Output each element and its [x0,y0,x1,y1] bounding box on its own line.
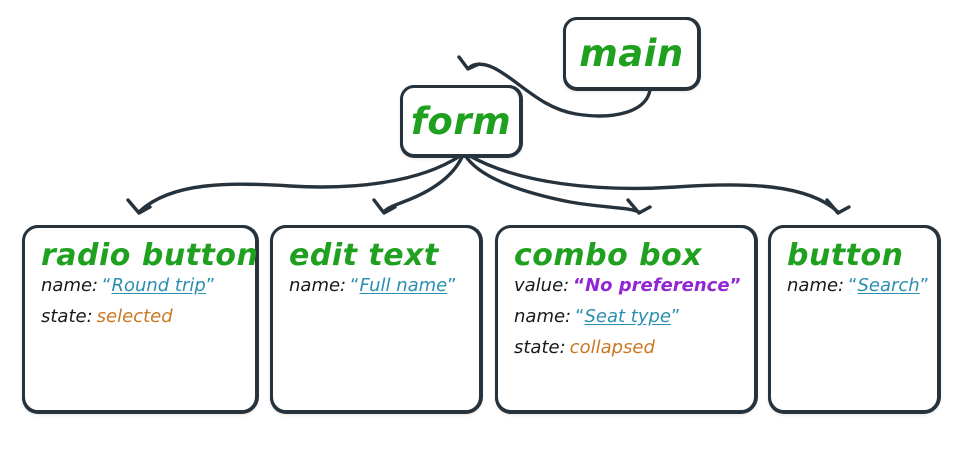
node-form-title: form [410,99,512,143]
node-button-props: name:“Search” [771,277,937,295]
prop-key: name: [41,275,99,296]
node-button-title: button [787,238,904,273]
prop-key: name: [514,306,572,327]
arrowhead-edit-text [372,198,397,215]
arrowhead-button [825,198,851,215]
prop-value-text: No preference [585,275,730,296]
node-main[interactable]: main [563,17,700,90]
node-radio-button[interactable]: radio button name:“Round trip” state:sel… [22,225,258,413]
prop-value-text: Seat type [584,306,671,327]
node-form[interactable]: form [400,85,522,157]
prop-key: state: [514,337,566,358]
prop-value: “Search” [848,275,929,296]
prop-row: name:“Seat type” [514,308,754,326]
node-radio-button-title: radio button [41,238,259,273]
arrowhead-radio-button [126,198,152,215]
prop-value: collapsed [569,337,655,358]
quote-close: ” [447,275,457,296]
node-combo-box-title: combo box [514,238,703,273]
prop-key: state: [41,306,93,327]
quote-open: “ [575,306,585,327]
node-main-title: main [579,32,684,75]
prop-key: value: [514,275,570,296]
node-button[interactable]: button name:“Search” [768,225,940,413]
quote-close: ” [919,275,930,296]
node-combo-box[interactable]: combo box value:“No preference” name:“Se… [495,225,757,413]
prop-row: name:“Round trip” [41,277,255,295]
quote-open: “ [102,275,112,296]
quote-open: “ [848,275,858,296]
edge-form-to-radio-button [138,154,462,213]
prop-key: name: [787,275,845,296]
prop-row: state:selected [41,308,255,326]
arrowhead-form [457,55,481,71]
quote-open: “ [573,275,586,296]
prop-key: name: [289,275,347,296]
quote-close: ” [670,306,681,327]
prop-value: selected [96,306,173,327]
prop-value: “Seat type” [575,306,680,327]
node-radio-button-props: name:“Round trip” state:selected [25,277,255,326]
quote-open: “ [350,275,360,296]
arrowhead-combo-box [626,198,652,215]
prop-value-text: Round trip [111,275,206,296]
edge-form-to-button [468,154,840,214]
prop-row: name:“Search” [787,277,937,295]
edge-form-to-combo-box [465,156,641,214]
node-edit-text[interactable]: edit text name:“Full name” [270,225,482,413]
node-combo-box-props: value:“No preference” name:“Seat type” s… [498,277,754,357]
prop-value: “No preference” [573,275,741,296]
node-edit-text-props: name:“Full name” [273,277,479,295]
edge-form-to-edit-text [382,155,464,214]
prop-value-text: Search [857,275,920,296]
prop-value: “Round trip” [102,275,215,296]
quote-close: ” [729,275,742,296]
prop-row: name:“Full name” [289,277,479,295]
prop-row: state:collapsed [514,339,754,357]
quote-close: ” [205,275,216,296]
node-edit-text-title: edit text [289,238,439,273]
prop-row: value:“No preference” [514,277,754,295]
prop-value: “Full name” [350,275,456,296]
prop-value-text: Full name [359,275,448,296]
